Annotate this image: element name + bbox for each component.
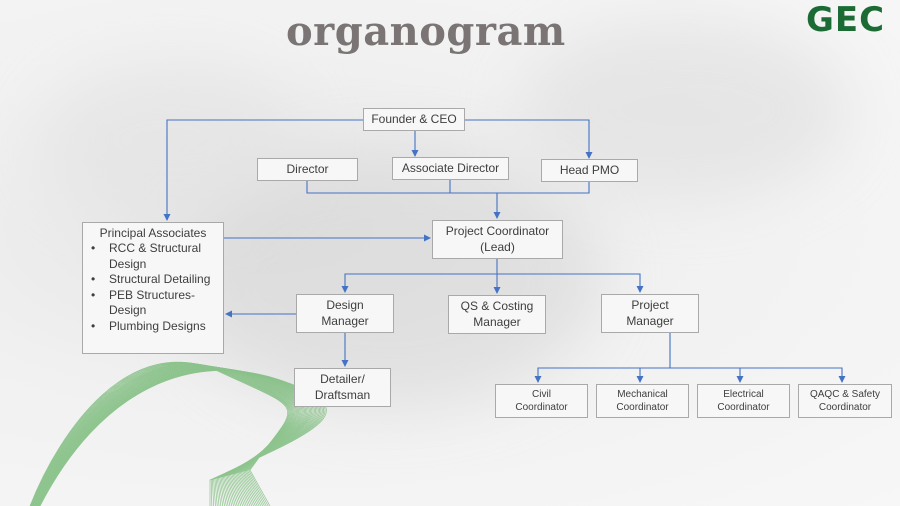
connector-pm-split — [534, 333, 671, 383]
node-label-line2: Coordinator — [616, 402, 669, 413]
node-label: Principal Associates — [99, 226, 207, 240]
wave-line — [31, 363, 293, 506]
wave-line — [32, 364, 298, 506]
wave-line — [32, 363, 296, 506]
principal-associates-list: RCC & Structural Design Structural Detai… — [83, 241, 223, 334]
node-label-line1: Project Coordinator — [445, 223, 550, 238]
wave-line — [33, 365, 303, 506]
list-item: Structural Detailing — [83, 272, 223, 288]
page-title: organogram — [286, 8, 566, 55]
node-label: Head PMO — [559, 162, 620, 177]
connector-coordinator-split — [341, 259, 498, 293]
wave-line — [29, 361, 289, 506]
wave-line — [30, 362, 291, 506]
connector-coordinator-pm — [497, 273, 644, 293]
wave-line — [31, 363, 294, 506]
node-label-line2: (Lead) — [480, 239, 515, 254]
node-label-line2: Coordinator — [717, 402, 770, 413]
node-label: Director — [286, 161, 329, 176]
connector-pm-qaqc — [670, 367, 846, 383]
wave-line — [34, 365, 305, 506]
node-label-line2: Coordinator — [515, 402, 568, 413]
node-head-pmo: Head PMO — [541, 159, 638, 182]
node-label-line2: Coordinator — [818, 402, 872, 413]
node-label-line1: Detailer/ — [320, 371, 365, 386]
node-label-line1: QS & Costing — [460, 298, 534, 313]
wave-line — [31, 363, 295, 506]
wave-line — [29, 361, 289, 506]
logo-text: GEC — [806, 0, 886, 40]
node-director: Director — [257, 158, 358, 181]
node-label: Founder & CEO — [371, 111, 457, 126]
node-label-line1: Project — [631, 297, 669, 312]
node-detailer-draftsman: Detailer/Draftsman — [294, 368, 391, 407]
wave-line — [30, 362, 290, 506]
wave-line — [30, 362, 292, 506]
node-label-line2: Manager — [473, 314, 521, 329]
node-label-line1: Design — [326, 297, 364, 312]
connector-founder-principal — [163, 119, 363, 221]
wave-line — [33, 364, 301, 506]
node-principal-associates: Principal Associates RCC & Structural De… — [82, 222, 224, 354]
node-label: Associate Director — [401, 160, 500, 175]
list-item: Plumbing Designs — [83, 319, 223, 335]
node-project-coordinator: Project Coordinator(Lead) — [432, 220, 563, 259]
node-associate-director: Associate Director — [392, 157, 509, 180]
node-founder-ceo: Founder & CEO — [363, 108, 465, 131]
node-label-line1: Mechanical — [617, 389, 668, 400]
node-label-line2: Manager — [626, 313, 674, 328]
list-item: RCC & Structural Design — [83, 241, 223, 272]
background-cloud — [40, 60, 300, 220]
wave-line — [33, 365, 302, 506]
connector-founder-head-pmo — [465, 119, 593, 159]
wave-line — [33, 364, 300, 506]
wave-line — [39, 370, 327, 506]
node-label-line2: Manager — [321, 313, 369, 328]
wave-line — [34, 366, 307, 506]
connector-director — [306, 181, 497, 194]
node-label-line2: Draftsman — [314, 387, 371, 402]
connector-head-pmo — [497, 182, 590, 194]
list-item: PEB Structures- Design — [83, 288, 223, 319]
company-logo: GEC — [806, 0, 894, 40]
wave-line — [32, 364, 297, 506]
wave-line — [34, 365, 304, 506]
node-label-line1: Electrical — [723, 389, 764, 400]
node-label-line1: QAQC & Safety — [809, 389, 881, 400]
node-label-line1: Civil — [532, 389, 551, 400]
